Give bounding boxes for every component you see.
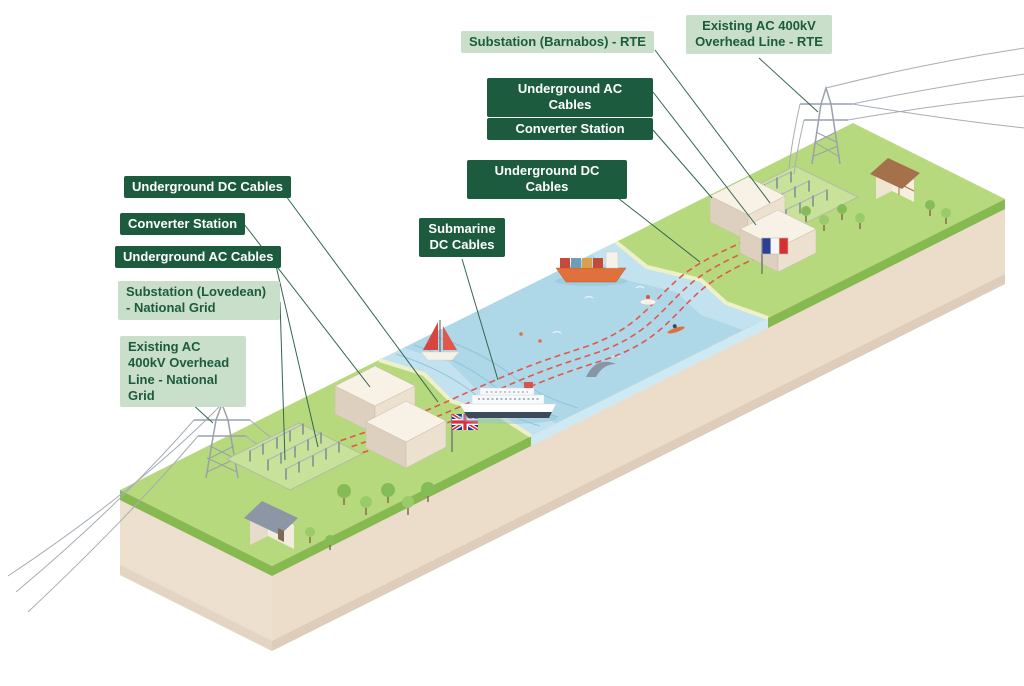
tree bbox=[402, 496, 414, 508]
submarine-cable-path bbox=[315, 239, 801, 472]
sea-shallow-france bbox=[591, 242, 768, 330]
label-substation-lovedean: Substation (Lovedean) - National Grid bbox=[118, 281, 280, 320]
tree bbox=[801, 206, 811, 216]
tree bbox=[305, 527, 315, 537]
label-submarine-dc-cables: Submarine DC Cables bbox=[419, 218, 505, 257]
submarine-cable-path bbox=[293, 227, 779, 460]
beach-france bbox=[614, 240, 769, 320]
trees-france bbox=[801, 200, 951, 231]
tree bbox=[381, 483, 395, 497]
tree bbox=[855, 213, 865, 223]
label-converter-station-left: Converter Station bbox=[120, 213, 246, 236]
leader-substation-barnabos bbox=[654, 49, 771, 204]
leader-existing-ac-rte bbox=[758, 57, 819, 113]
tree bbox=[360, 496, 372, 508]
beach-uk bbox=[378, 358, 533, 438]
cargo-ship bbox=[555, 251, 627, 286]
label-underground-dc-cables-right: Underground DC Cables bbox=[467, 160, 627, 199]
converter-station-france bbox=[709, 176, 817, 273]
leader-submarine-dc bbox=[461, 258, 499, 381]
tree-trunks bbox=[309, 494, 429, 550]
buoy bbox=[519, 332, 523, 336]
terrain bbox=[120, 123, 1005, 651]
grass-lip-france bbox=[768, 199, 1005, 328]
kayak bbox=[667, 324, 685, 334]
sea-features bbox=[420, 251, 685, 424]
soil-left-face bbox=[120, 490, 272, 651]
label-substation-barnabos: Substation (Barnabos) - RTE bbox=[461, 31, 654, 54]
tree bbox=[325, 535, 335, 545]
leader-substation-lovedean bbox=[279, 301, 286, 461]
france-flag bbox=[761, 237, 789, 274]
soil-left-shade bbox=[120, 565, 272, 651]
cruise-ship bbox=[457, 382, 557, 424]
leader-underground-dc-left bbox=[279, 187, 439, 403]
grass-lip-uk bbox=[272, 436, 531, 576]
tree bbox=[941, 208, 951, 218]
sea-lip bbox=[531, 318, 768, 446]
label-existing-ac-overhead-national-grid: Existing AC 400kV Overhead Line - Nation… bbox=[120, 336, 246, 407]
converter-station-uk bbox=[334, 365, 447, 469]
tree bbox=[925, 200, 935, 210]
buoy bbox=[538, 339, 542, 343]
soil-front-face bbox=[272, 199, 1005, 651]
tree bbox=[421, 482, 435, 496]
soil-front-shade bbox=[272, 274, 1005, 651]
trees-uk bbox=[305, 482, 435, 550]
label-converter-station-right: Converter Station bbox=[487, 118, 653, 141]
label-existing-ac-overhead-rte: Existing AC 400kV Overhead Line - RTE bbox=[686, 15, 832, 54]
house-uk bbox=[244, 501, 298, 549]
dolphin bbox=[586, 361, 616, 377]
label-underground-dc-cables-left: Underground DC Cables bbox=[124, 176, 291, 199]
label-underground-ac-cables-left: Underground AC Cables bbox=[115, 246, 282, 269]
leader-converter-right bbox=[652, 129, 713, 199]
tree bbox=[337, 484, 351, 498]
rowboat bbox=[639, 295, 657, 306]
leader-underground-ac-right bbox=[652, 91, 757, 226]
tree-trunks bbox=[805, 210, 947, 231]
wave-marks bbox=[552, 285, 645, 358]
tree bbox=[819, 215, 829, 225]
label-underground-ac-cables-right: Underground AC Cables bbox=[487, 78, 653, 117]
tree bbox=[837, 204, 847, 214]
overhead-wires-france bbox=[788, 47, 1024, 175]
france-side bbox=[709, 47, 1024, 274]
sailboat bbox=[420, 320, 460, 361]
substation-uk bbox=[225, 422, 364, 491]
leader-underground-ac-left bbox=[273, 256, 319, 448]
grass-lip-left bbox=[120, 490, 272, 576]
dc-cable-routes bbox=[293, 227, 801, 472]
substation-insulators bbox=[249, 423, 340, 480]
house-france bbox=[870, 158, 920, 202]
uk-flag bbox=[451, 414, 478, 452]
submarine-cable-path bbox=[304, 233, 790, 466]
